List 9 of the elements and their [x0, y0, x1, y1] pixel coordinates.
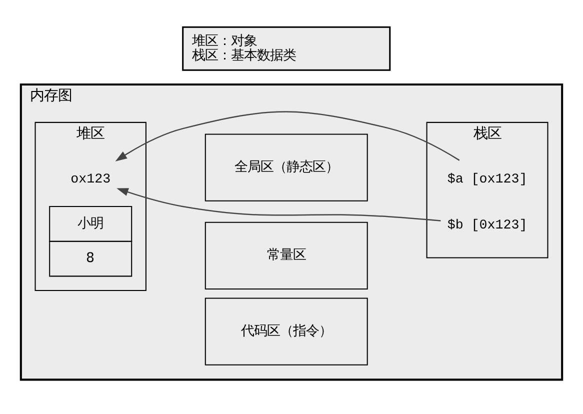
- arrow: [116, 188, 441, 221]
- node-box: 全局区（静态区）: [204, 133, 368, 201]
- node-text: $b [0x123]: [447, 216, 528, 232]
- node-box: 常量区: [204, 221, 368, 289]
- arrow: [115, 110, 460, 161]
- node-box: 堆区：对象 栈区：基本数据类: [182, 26, 391, 70]
- node-text: ox123: [70, 170, 111, 186]
- node-text: $a [ox123]: [447, 170, 528, 186]
- node-box: 代码区（指令）: [204, 297, 368, 365]
